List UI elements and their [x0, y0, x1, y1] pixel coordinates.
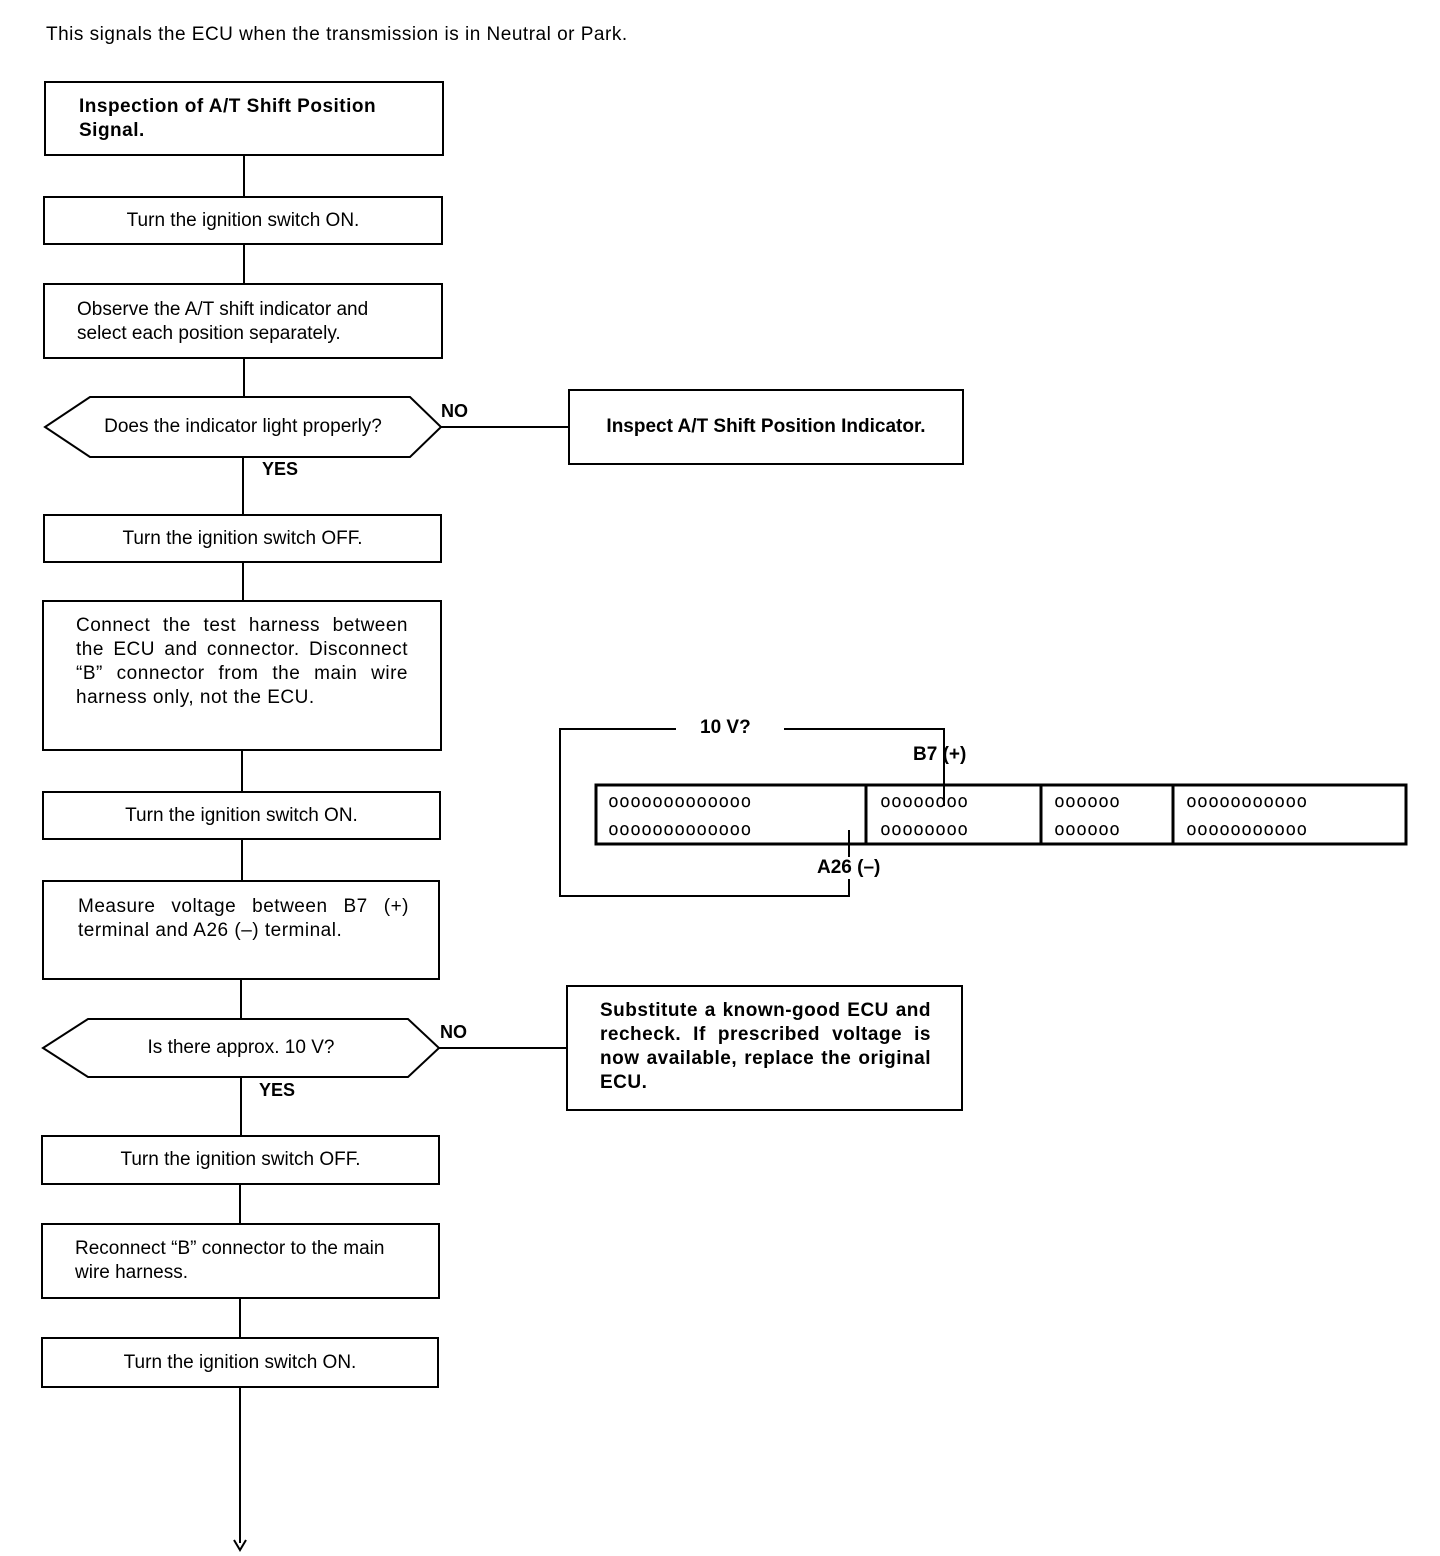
ecu-connector-outline — [594, 783, 1408, 846]
result-inspect-indicator: Inspect A/T Shift Position Indicator. — [568, 389, 964, 465]
decision-indicator-light: Does the indicator light properly? — [104, 416, 382, 437]
no-label-2: NO — [440, 1022, 467, 1042]
step-ignition-on-2: Turn the ignition switch ON. — [42, 791, 441, 840]
connector-pins-row-1: ooooooooooooo oooooooo oooooo oooooooooo… — [596, 791, 1406, 812]
pins-a-top: ooooooooooooo — [608, 791, 752, 812]
pins-d-top: ooooooooooo — [1186, 791, 1308, 812]
connector-pins-row-2: ooooooooooooo oooooooo oooooo oooooooooo… — [596, 819, 1406, 840]
decision-approx-10v: Is there approx. 10 V? — [147, 1037, 335, 1058]
decision-shape-1 — [43, 396, 443, 458]
intro-text: This signals the ECU when the transmissi… — [46, 24, 628, 45]
pins-c-bottom: oooooo — [1054, 819, 1121, 840]
yes-label-1: YES — [262, 459, 299, 479]
step-measure-voltage: Measure voltage between B7 (+) terminal … — [42, 880, 440, 980]
pins-b-bottom: oooooooo — [880, 819, 969, 840]
no-label-1: NO — [441, 401, 468, 421]
pins-b-top: oooooooo — [880, 791, 969, 812]
down-arrow-icon — [233, 1539, 247, 1552]
step-ignition-off-2: Turn the ignition switch OFF. — [41, 1135, 440, 1185]
step-ignition-on-1: Turn the ignition switch ON. — [43, 196, 443, 245]
step-ignition-off-1: Turn the ignition switch OFF. — [43, 514, 442, 563]
result-substitute-ecu: Substitute a known-good ECU and recheck.… — [566, 985, 963, 1111]
pins-a-bottom: ooooooooooooo — [608, 819, 752, 840]
pins-d-bottom: ooooooooooo — [1186, 819, 1308, 840]
step-reconnect-b: Reconnect “B” connector to the main wire… — [41, 1223, 440, 1299]
decision-shape-2 — [41, 1018, 441, 1078]
step-connect-harness: Connect the test harness between the ECU… — [42, 600, 442, 751]
step-inspection-title: Inspection of A/T Shift Position Signal. — [44, 81, 444, 156]
yes-label-2: YES — [259, 1080, 296, 1100]
pins-c-top: oooooo — [1054, 791, 1121, 812]
a26-minus-label: A26 (–) — [815, 857, 883, 879]
voltage-label: 10 V? — [700, 717, 751, 738]
step-ignition-on-3: Turn the ignition switch ON. — [41, 1337, 439, 1388]
step-observe-indicator: Observe the A/T shift indicator and sele… — [43, 283, 443, 359]
b7-plus-label: B7 (+) — [913, 744, 967, 765]
